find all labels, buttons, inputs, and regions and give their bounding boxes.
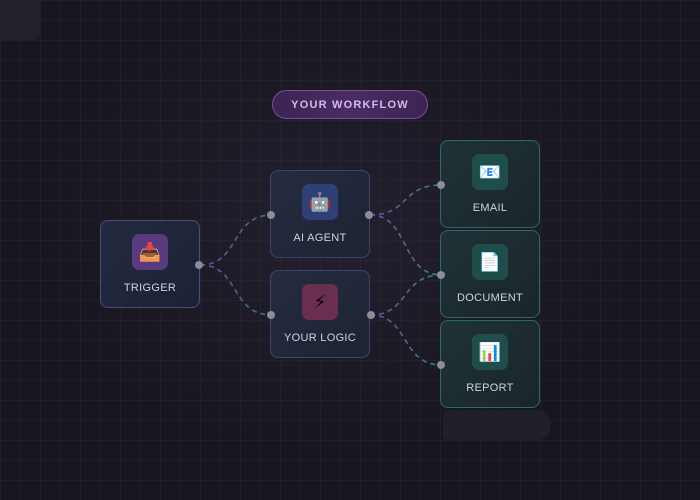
- ai-agent-node-label: AI AGENT: [293, 232, 347, 244]
- report-input-port[interactable]: [437, 361, 445, 369]
- ai-agent-input-port[interactable]: [267, 211, 275, 219]
- edge-logic-report: [369, 314, 443, 366]
- email-node-label: EMAIL: [472, 202, 508, 214]
- your-logic-output-port[interactable]: [367, 311, 375, 319]
- your-logic-input-port[interactable]: [267, 311, 275, 319]
- trigger-node[interactable]: 📥 TRIGGER: [100, 220, 200, 308]
- inbox-tray-icon: 📥: [132, 234, 168, 270]
- edge-trigger-agent: [199, 214, 273, 266]
- trigger-node-label: TRIGGER: [123, 282, 177, 294]
- document-node-label: DOCUMENT: [457, 292, 523, 304]
- faded-element: [443, 410, 551, 440]
- report-node[interactable]: 📊 REPORT: [440, 320, 540, 408]
- report-node-label: REPORT: [466, 382, 514, 394]
- ai-agent-output-port[interactable]: [365, 211, 373, 219]
- edge-agent-email: [369, 184, 443, 216]
- ai-agent-node[interactable]: 🤖 AI AGENT: [270, 170, 370, 258]
- email-node[interactable]: 📧 EMAIL: [440, 140, 540, 228]
- edge-logic-document: [369, 274, 443, 316]
- lightning-icon: ⚡: [302, 284, 338, 320]
- document-node[interactable]: 📄 DOCUMENT: [440, 230, 540, 318]
- corner-tab: [0, 0, 40, 40]
- document-input-port[interactable]: [437, 271, 445, 279]
- edge-agent-document: [369, 214, 443, 276]
- robot-icon: 🤖: [302, 184, 338, 220]
- email-input-port[interactable]: [437, 181, 445, 189]
- your-logic-node[interactable]: ⚡ YOUR LOGIC: [270, 270, 370, 358]
- workflow-title: YOUR WORKFLOW: [291, 98, 409, 111]
- bar-chart-icon: 📊: [472, 334, 508, 370]
- trigger-output-port[interactable]: [195, 261, 203, 269]
- workflow-title-badge: YOUR WORKFLOW: [272, 90, 428, 119]
- document-icon: 📄: [472, 244, 508, 280]
- envelope-icon: 📧: [472, 154, 508, 190]
- your-logic-node-label: YOUR LOGIC: [283, 332, 357, 344]
- edge-trigger-logic: [199, 264, 273, 316]
